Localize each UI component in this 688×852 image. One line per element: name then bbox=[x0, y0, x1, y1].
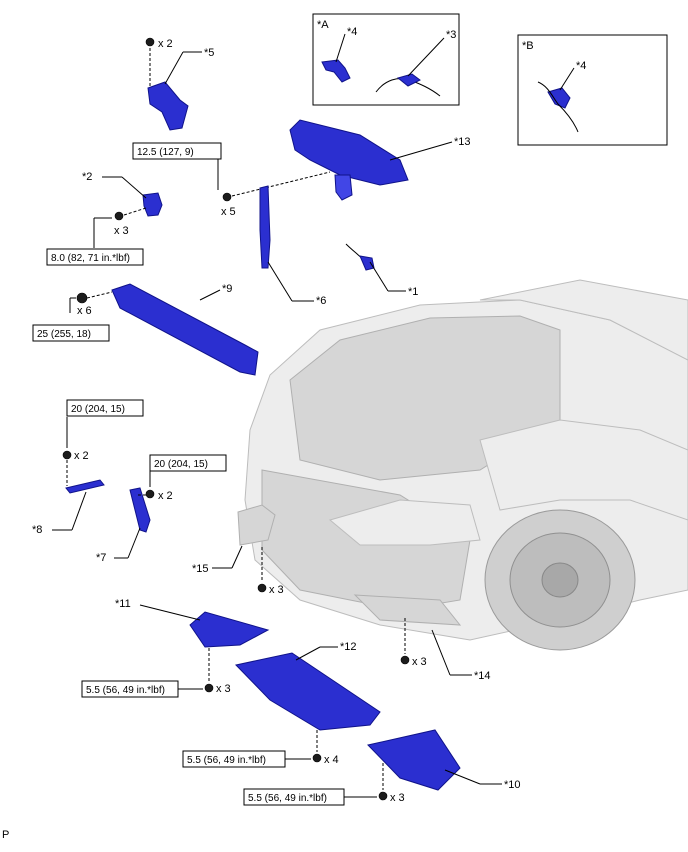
part-5-bolt bbox=[145, 37, 155, 47]
part-3-clip bbox=[396, 73, 421, 87]
part-4-wire bbox=[537, 81, 579, 133]
qty-part-15: x 3 bbox=[269, 584, 284, 596]
torque-box-5 bbox=[149, 454, 227, 472]
part-6-stay bbox=[259, 185, 271, 269]
inset-b-frame bbox=[517, 34, 668, 146]
illustration-code: P bbox=[2, 829, 9, 841]
qty-part-13: x 5 bbox=[221, 206, 236, 218]
callout-15: *15 bbox=[192, 563, 209, 575]
torque-spec-2: 8.0 (82, 71 in.*lbf) bbox=[51, 253, 130, 264]
callout-6: *6 bbox=[316, 295, 326, 307]
callout-4-inset-a: *4 bbox=[347, 26, 357, 38]
torque-box-4 bbox=[66, 399, 144, 417]
vehicle-body bbox=[244, 279, 688, 651]
qty-part-8: x 2 bbox=[74, 450, 89, 462]
part-12-undercover bbox=[235, 652, 381, 731]
torque-spec-7: 5.5 (56, 49 in.*lbf) bbox=[187, 755, 266, 766]
part-12-bolt bbox=[312, 753, 322, 763]
callout-14: *14 bbox=[474, 670, 491, 682]
callout-5: *5 bbox=[204, 47, 214, 59]
part-1-sensor bbox=[359, 255, 375, 271]
torque-spec-5: 20 (204, 15) bbox=[154, 459, 208, 470]
qty-part-2: x 3 bbox=[114, 225, 129, 237]
part-13-support bbox=[289, 119, 409, 186]
qty-part-9: x 6 bbox=[77, 305, 92, 317]
torque-specs: 12.5 (127, 9) 8.0 (82, 71 in.*lbf) 25 (2… bbox=[32, 142, 345, 806]
quantity-labels: x 2 x 5 x 3 x 6 x 2 x 2 x 3 x 3 x 3 x 4 … bbox=[74, 38, 427, 804]
part-4-bracket-a bbox=[321, 59, 351, 83]
torque-spec-1: 12.5 (127, 9) bbox=[137, 147, 194, 158]
torque-box-2 bbox=[46, 248, 144, 266]
part-8-bolt bbox=[62, 450, 72, 460]
torque-box-1 bbox=[132, 142, 222, 160]
torque-box-7 bbox=[182, 750, 286, 768]
torque-box-6 bbox=[81, 680, 179, 698]
inset-a-frame bbox=[312, 13, 460, 106]
part-2-bracket bbox=[142, 192, 163, 217]
part-4-bracket-b bbox=[547, 87, 571, 109]
torque-box-3 bbox=[32, 324, 110, 342]
qty-part-12: x 4 bbox=[324, 754, 339, 766]
part-2-bolt bbox=[114, 211, 124, 221]
part-8-bracket bbox=[65, 479, 105, 494]
torque-spec-6: 5.5 (56, 49 in.*lbf) bbox=[86, 685, 165, 696]
torque-spec-8: 5.5 (56, 49 in.*lbf) bbox=[248, 793, 327, 804]
inset-b-label: *B bbox=[522, 40, 534, 52]
part-9-reinforcement bbox=[111, 283, 259, 376]
torque-spec-4: 20 (204, 15) bbox=[71, 404, 125, 415]
part-13-bolt bbox=[222, 192, 232, 202]
part-9-nut bbox=[76, 292, 88, 304]
qty-part-14: x 3 bbox=[412, 656, 427, 668]
part-11-cover bbox=[189, 611, 270, 648]
inset-a-label: *A bbox=[317, 19, 329, 31]
callout-9: *9 bbox=[222, 283, 232, 295]
callout-8: *8 bbox=[32, 524, 42, 536]
part-10-bolt bbox=[378, 791, 388, 801]
torque-box-8 bbox=[243, 788, 345, 806]
torque-spec-3: 25 (255, 18) bbox=[37, 329, 91, 340]
callout-13: *13 bbox=[454, 136, 471, 148]
callout-4-inset-b: *4 bbox=[576, 60, 586, 72]
part-10-cover bbox=[367, 729, 461, 791]
part-7-bracket bbox=[129, 487, 151, 533]
qty-part-7: x 2 bbox=[158, 490, 173, 502]
qty-part-11: x 3 bbox=[216, 683, 231, 695]
callout-3: *3 bbox=[446, 29, 456, 41]
part-15-bolt bbox=[257, 583, 267, 593]
part-11-bolt bbox=[204, 683, 214, 693]
part-5-bracket bbox=[147, 81, 189, 131]
part-13-leg bbox=[334, 174, 353, 201]
part-2-dash bbox=[123, 207, 147, 216]
qty-part-5: x 2 bbox=[158, 38, 173, 50]
leader-lines bbox=[52, 33, 575, 798]
callout-12: *12 bbox=[340, 641, 357, 653]
qty-part-10: x 3 bbox=[390, 792, 405, 804]
part-15-cover bbox=[237, 504, 276, 546]
callout-10: *10 bbox=[504, 779, 521, 791]
callout-11: *11 bbox=[115, 598, 131, 610]
callout-labels: *4 *3 *4 *5 *13 *2 *6 *1 *9 *8 *7 *15 *1… bbox=[32, 26, 586, 791]
callout-2: *2 bbox=[82, 171, 92, 183]
part-9-dash bbox=[86, 291, 113, 299]
part-14-bolt bbox=[400, 655, 410, 665]
part-7-bolt bbox=[145, 489, 155, 499]
part-13-dash bbox=[231, 171, 331, 197]
callout-7: *7 bbox=[96, 552, 106, 564]
callout-1: *1 bbox=[408, 286, 418, 298]
